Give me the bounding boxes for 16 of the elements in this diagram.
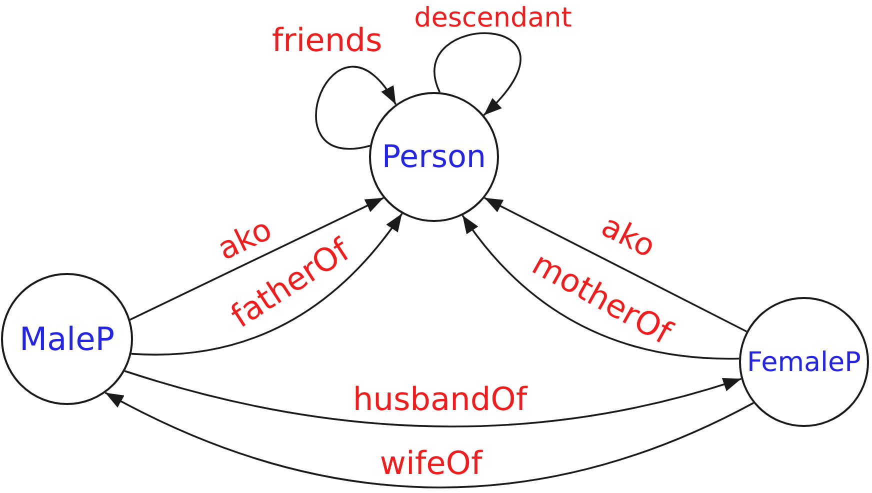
edge-label: friends <box>272 24 382 56</box>
edge-label: descendant <box>414 4 572 32</box>
arrow <box>124 370 742 428</box>
arrow <box>131 213 403 356</box>
node-label: MaleP <box>19 323 115 355</box>
arrow <box>434 32 522 116</box>
edge-label: wifeOf <box>380 447 482 479</box>
arrow <box>130 197 384 321</box>
arrow <box>316 66 397 150</box>
edge-label: ako <box>596 210 660 264</box>
edge-label: husbandOf <box>352 383 528 415</box>
arrow <box>462 214 740 360</box>
node-label: FemaleP <box>747 348 861 376</box>
arrow <box>104 392 754 488</box>
node-label: Person <box>382 142 486 172</box>
arrow <box>484 197 747 332</box>
